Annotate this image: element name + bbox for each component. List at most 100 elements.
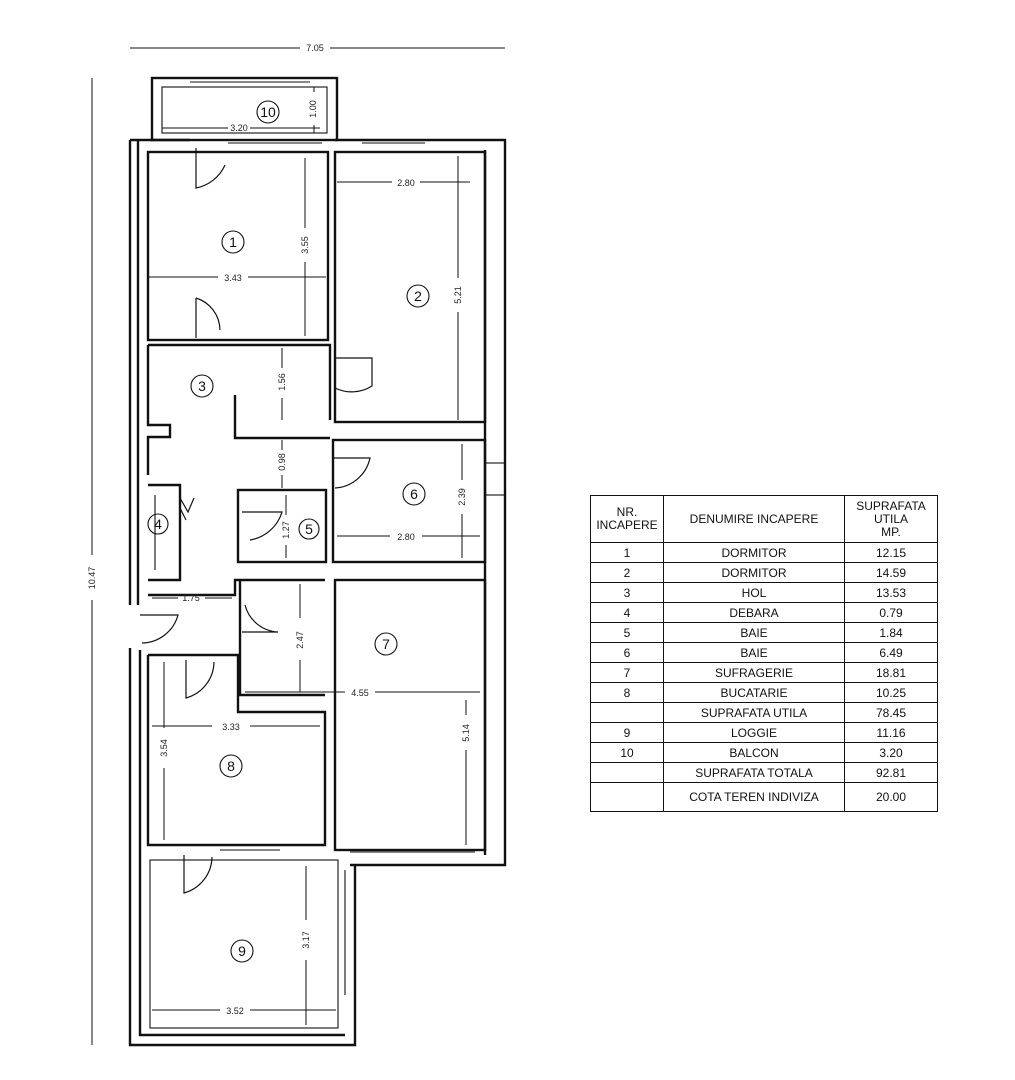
cell-name: DEBARA xyxy=(663,602,845,623)
room-3-hol: 1.56 0.98 3 xyxy=(146,343,332,488)
r6-height-label: 2.39 xyxy=(457,488,467,506)
cell-nr: 4 xyxy=(590,602,664,623)
header-nr: NR. INCAPERE xyxy=(590,495,664,543)
cell-name: LOGGIE xyxy=(663,722,845,743)
room-number-6: 6 xyxy=(410,486,418,502)
r8-height-label: 3.54 xyxy=(159,739,169,757)
room-area-table: NR. INCAPERE DENUMIRE INCAPERE SUPRAFATA… xyxy=(590,495,938,812)
cell-nr: 5 xyxy=(590,622,664,643)
room-number-8: 8 xyxy=(227,758,235,774)
room-9-loggie: 3.52 3.17 9 xyxy=(149,849,475,1029)
cell-nr: 9 xyxy=(590,722,664,743)
cell-nr: 7 xyxy=(590,662,664,683)
cell-name: COTA TEREN INDIVIZA xyxy=(663,782,845,812)
room-number-3: 3 xyxy=(198,378,206,394)
room-number-5: 5 xyxy=(305,521,313,537)
cell-name: BAIE xyxy=(663,642,845,663)
cell-area: 92.81 xyxy=(844,762,938,783)
cell-area: 14.59 xyxy=(844,562,938,583)
cell-nr: 8 xyxy=(590,682,664,703)
cell-nr: 6 xyxy=(590,642,664,663)
r2-height-label: 5.21 xyxy=(453,286,463,304)
room-number-7: 7 xyxy=(382,636,390,652)
cell-area: 3.20 xyxy=(844,742,938,763)
cell-area: 13.53 xyxy=(844,582,938,603)
room-4-debara: 4 xyxy=(147,483,195,582)
hol-width-label: 0.98 xyxy=(277,453,287,471)
cell-area: 0.79 xyxy=(844,602,938,623)
cell-nr: 1 xyxy=(590,542,664,563)
room-6-baie: 2.80 2.39 6 xyxy=(331,438,487,564)
r1-height-label: 3.55 xyxy=(300,236,310,254)
r9-width-label: 3.52 xyxy=(226,1006,244,1016)
header-name: DENUMIRE INCAPERE xyxy=(663,495,845,543)
room-number-10: 10 xyxy=(260,104,276,120)
room-number-2: 2 xyxy=(414,288,422,304)
header-area: SUPRAFATA UTILA MP. xyxy=(844,495,938,543)
cell-name: DORMITOR xyxy=(663,562,845,583)
cell-area: 1.84 xyxy=(844,622,938,643)
cell-area: 20.00 xyxy=(844,782,938,812)
overall-width-dimension: 7.05 xyxy=(130,43,505,53)
cell-name: BAIE xyxy=(663,622,845,643)
cell-name: BALCON xyxy=(663,742,845,763)
room-number-4: 4 xyxy=(154,516,162,532)
room-1-dormitor: 3.43 3.55 1 xyxy=(146,148,330,342)
r3-depth-label: 1.56 xyxy=(277,373,287,391)
cell-area: 18.81 xyxy=(844,662,938,683)
r7-depth-label: 5.14 xyxy=(461,724,471,742)
r2-width-label: 2.80 xyxy=(397,178,415,188)
r9-height-label: 3.17 xyxy=(301,931,311,949)
cell-nr xyxy=(590,702,664,723)
cell-area: 12.15 xyxy=(844,542,938,563)
r6-width-label: 2.80 xyxy=(397,532,415,542)
room-2-dormitor: 2.80 5.21 2 xyxy=(333,150,487,424)
room-number-9: 9 xyxy=(238,943,246,959)
cell-area: 10.25 xyxy=(844,682,938,703)
balcon-depth-label: 1.00 xyxy=(308,100,318,118)
balcon-width-label: 3.20 xyxy=(230,123,248,133)
cell-name: SUPRAFATA UTILA xyxy=(663,702,845,723)
room-number-1: 1 xyxy=(229,234,237,250)
hol-length-dimension: 1.75 xyxy=(140,578,325,644)
room-5-baie: 1.27 5 xyxy=(236,488,328,564)
r5-width-label: 1.27 xyxy=(281,521,291,539)
overall-height-label: 10.47 xyxy=(87,567,97,590)
room-10-balcon: 3.20 1.00 10 xyxy=(150,76,339,142)
cell-nr: 3 xyxy=(590,582,664,603)
r1-width-label: 3.43 xyxy=(224,273,242,283)
cell-name: SUPRAFATA TOTALA xyxy=(663,762,845,783)
r7-width-label: 4.55 xyxy=(351,688,369,698)
cell-nr xyxy=(590,782,664,812)
cell-name: BUCATARIE xyxy=(663,682,845,703)
room-7-sufragerie: 2.47 4.55 5.14 7 xyxy=(238,578,487,852)
room-8-bucatarie: 3.33 3.54 8 xyxy=(146,653,327,847)
r8-width-label: 3.33 xyxy=(222,722,240,732)
cell-area: 6.49 xyxy=(844,642,938,663)
table-header-row: NR. INCAPERE DENUMIRE INCAPERE SUPRAFATA… xyxy=(590,495,938,543)
cell-nr: 10 xyxy=(590,742,664,763)
cell-area: 78.45 xyxy=(844,702,938,723)
r7-height-label: 2.47 xyxy=(295,631,305,649)
overall-height-dimension: 10.47 xyxy=(87,78,97,1045)
cell-area: 11.16 xyxy=(844,722,938,743)
cell-name: HOL xyxy=(663,582,845,603)
hol-length-label: 1.75 xyxy=(182,593,200,603)
cell-name: SUFRAGERIE xyxy=(663,662,845,683)
overall-width-label: 7.05 xyxy=(306,43,324,53)
cell-nr xyxy=(590,762,664,783)
